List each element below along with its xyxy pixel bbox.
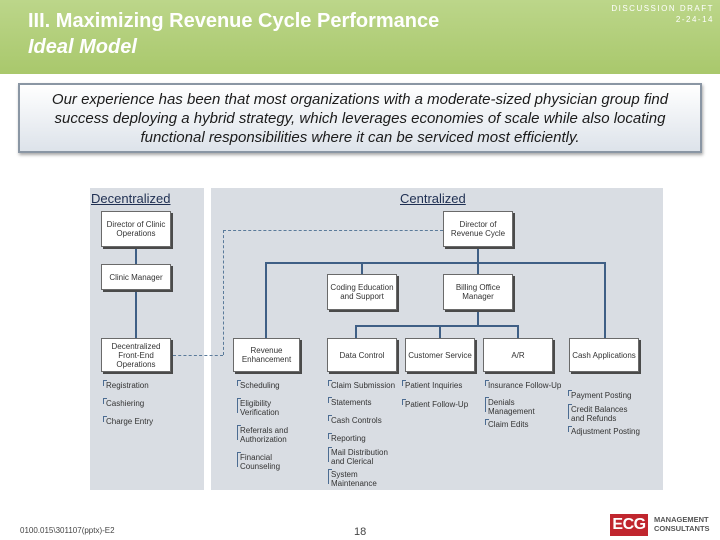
bracket	[328, 469, 332, 484]
node-customer-service: Customer Service	[405, 338, 475, 372]
list-item: Patient Follow-Up	[405, 400, 469, 409]
bracket	[328, 397, 332, 403]
list-item: Statements	[331, 398, 372, 407]
dashed-link-horizontal	[223, 230, 443, 231]
bracket	[237, 398, 241, 413]
logo-line1: MANAGEMENT	[654, 515, 709, 524]
list-item: Reporting	[331, 434, 366, 443]
bracket	[568, 426, 572, 432]
draft-stamp: DISCUSSION DRAFT 2-24-14	[611, 3, 714, 25]
draft-date: 2-24-14	[675, 15, 714, 24]
connector-to-coding	[361, 262, 363, 274]
list-item: Credit Balances and Refunds	[571, 405, 628, 423]
bracket	[568, 390, 572, 396]
bracket	[103, 380, 107, 386]
bracket	[328, 415, 332, 421]
connector-level2-bar	[265, 262, 605, 264]
node-coding-education: Coding Education and Support	[327, 274, 397, 310]
connector-director-revenue-down	[477, 248, 479, 263]
connector-to-revenue-enhancement	[265, 262, 267, 338]
callout-box: Our experience has been that most organi…	[18, 83, 702, 153]
page-number: 18	[354, 526, 367, 538]
list-item: Eligibility Verification	[240, 399, 280, 417]
bracket	[103, 416, 107, 422]
bracket	[402, 399, 406, 405]
list-item: Scheduling	[240, 381, 280, 390]
list-item: Cash Controls	[331, 416, 382, 425]
logo-subtitle: MANAGEMENT CONSULTANTS	[654, 515, 710, 533]
node-revenue-enhancement: Revenue Enhancement	[233, 338, 300, 372]
bracket	[328, 380, 332, 386]
list-item: System Maintenance	[331, 470, 377, 488]
bracket	[485, 380, 489, 386]
ecg-logo: ECG	[610, 514, 648, 536]
list-item: Mail Distribution and Clerical	[331, 448, 388, 466]
node-director-revenue-cycle: Director of Revenue Cycle	[443, 211, 513, 247]
bracket	[237, 380, 241, 386]
node-decentralized-front-end: Decentralized Front-End Operations	[101, 338, 171, 372]
list-item: Financial Counseling	[240, 453, 281, 471]
list-item: Registration	[106, 381, 149, 390]
bracket	[485, 419, 489, 425]
node-data-control: Data Control	[327, 338, 397, 372]
list-item: Referrals and Authorization	[240, 426, 289, 444]
connector-to-data-control	[355, 325, 357, 338]
connector-manager-to-front-end	[135, 290, 137, 338]
connector-director-clinic-to-manager	[135, 248, 137, 264]
bracket	[485, 397, 489, 412]
bracket	[237, 425, 241, 440]
bracket	[103, 398, 107, 404]
list-item: Patient Inquiries	[405, 381, 463, 390]
connector-billing-down	[477, 310, 479, 326]
page-title: III. Maximizing Revenue Cycle Performanc…	[28, 10, 440, 32]
connector-to-cash-applications	[604, 262, 606, 338]
list-item: Denials Management	[488, 398, 535, 416]
list-item: Insurance Follow-Up	[488, 381, 562, 390]
bracket	[237, 452, 241, 467]
logo-line2: CONSULTANTS	[654, 524, 710, 533]
bracket	[328, 433, 332, 439]
centralized-heading: Centralized	[400, 191, 466, 206]
node-billing-office-manager: Billing Office Manager	[443, 274, 513, 310]
title-banner: III. Maximizing Revenue Cycle Performanc…	[0, 0, 720, 74]
node-ar: A/R	[483, 338, 553, 372]
list-item: Charge Entry	[106, 417, 154, 426]
node-cash-applications: Cash Applications	[569, 338, 639, 372]
decentralized-heading: Decentralized	[91, 191, 171, 206]
bracket	[568, 404, 572, 419]
bracket	[328, 447, 332, 462]
list-item: Adjustment Posting	[571, 427, 640, 436]
dashed-link-to-front-end	[173, 355, 223, 356]
connector-to-ar	[517, 325, 519, 338]
page-subtitle: Ideal Model	[28, 36, 137, 58]
list-item: Claim Submission	[331, 381, 396, 390]
list-item: Payment Posting	[571, 391, 632, 400]
node-clinic-manager: Clinic Manager	[101, 264, 171, 290]
bracket	[402, 380, 406, 386]
node-director-clinic-operations: Director of Clinic Operations	[101, 211, 171, 247]
dashed-link-vertical	[223, 230, 224, 355]
connector-to-customer-service	[439, 325, 441, 338]
list-item: Cashiering	[106, 399, 145, 408]
document-id: 0100.015\301107(pptx)-E2	[20, 526, 115, 535]
draft-label: DISCUSSION DRAFT	[611, 4, 714, 13]
connector-to-billing	[477, 262, 479, 274]
list-item: Claim Edits	[488, 420, 529, 429]
connector-level3-bar	[355, 325, 518, 327]
